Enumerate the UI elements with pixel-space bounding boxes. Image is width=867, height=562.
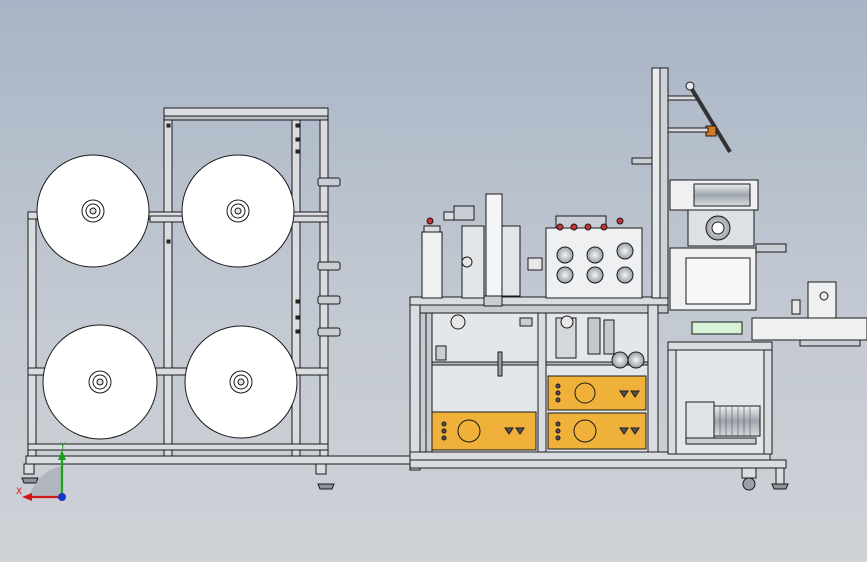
y-axis-label: Y [59, 442, 66, 452]
motor-cabinet [667, 341, 789, 491]
control-panel-left [431, 411, 537, 451]
control-panel-right-bottom [547, 412, 647, 450]
ear-loop-unit [421, 193, 521, 307]
material-roll-bottom-right [184, 325, 298, 439]
z-axis-dot [58, 493, 66, 501]
material-roll-bottom-left [42, 324, 158, 440]
welding-unit [527, 215, 643, 299]
coordinate-triad: Y X [16, 442, 66, 501]
drive-mechanism [435, 314, 645, 377]
cutting-tower [631, 67, 867, 347]
material-roll-top-right [181, 154, 295, 268]
x-axis-arrow [22, 493, 32, 501]
control-panel-right-top [547, 375, 647, 411]
y-axis-arrow [58, 450, 66, 460]
material-roll-top-left [36, 154, 150, 268]
x-axis-label: X [16, 487, 22, 497]
roll-stand-frame [21, 107, 417, 490]
